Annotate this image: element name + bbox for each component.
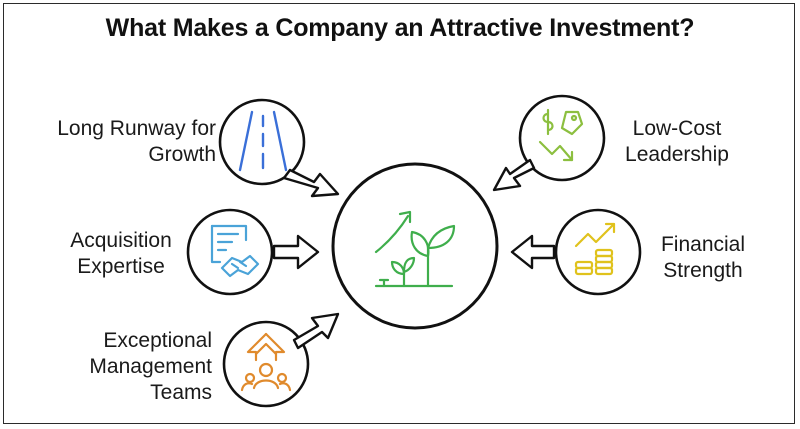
center-circle bbox=[331, 162, 499, 330]
runway-label-line1: Long Runway for bbox=[57, 117, 216, 140]
road-icon bbox=[238, 110, 288, 172]
arrow-management-to-center bbox=[292, 312, 340, 350]
arrow-runway-to-center bbox=[282, 168, 340, 198]
team-growth-icon bbox=[240, 332, 292, 392]
management-label: Exceptional Management Teams bbox=[60, 328, 212, 406]
runway-label-line2: Growth bbox=[148, 143, 216, 166]
coins-growth-icon bbox=[574, 222, 616, 276]
arrow-lowcost-to-center bbox=[492, 158, 536, 192]
diagram-frame bbox=[3, 3, 795, 424]
handshake-document-icon bbox=[210, 224, 260, 278]
price-decline-icon bbox=[538, 108, 584, 162]
runway-label: Long Runway for Growth bbox=[36, 116, 216, 168]
diagram-title: What Makes a Company an Attractive Inves… bbox=[105, 14, 695, 42]
management-label-line1: Exceptional bbox=[103, 329, 212, 352]
lowcost-label-line1: Low-Cost bbox=[632, 117, 722, 140]
sprouting-plant-icon bbox=[374, 210, 456, 288]
acquisition-label: Acquisition Expertise bbox=[56, 228, 186, 280]
management-label-line2: Management bbox=[89, 355, 212, 378]
financial-label: Financial Strength bbox=[648, 232, 758, 284]
acquisition-label-line2: Expertise bbox=[77, 255, 165, 278]
acquisition-circle bbox=[186, 208, 274, 296]
lowcost-label: Low-Cost Leadership bbox=[612, 116, 742, 168]
financial-label-line1: Financial bbox=[660, 233, 746, 256]
financial-label-line2: Strength bbox=[663, 259, 743, 282]
acquisition-label-line1: Acquisition bbox=[70, 229, 172, 252]
lowcost-label-line2: Leadership bbox=[625, 143, 729, 166]
arrow-acquisition-to-center bbox=[272, 234, 320, 270]
arrow-financial-to-center bbox=[510, 234, 556, 270]
financial-circle bbox=[554, 208, 642, 296]
lowcost-circle bbox=[518, 94, 606, 182]
management-label-line3: Teams bbox=[150, 381, 212, 404]
